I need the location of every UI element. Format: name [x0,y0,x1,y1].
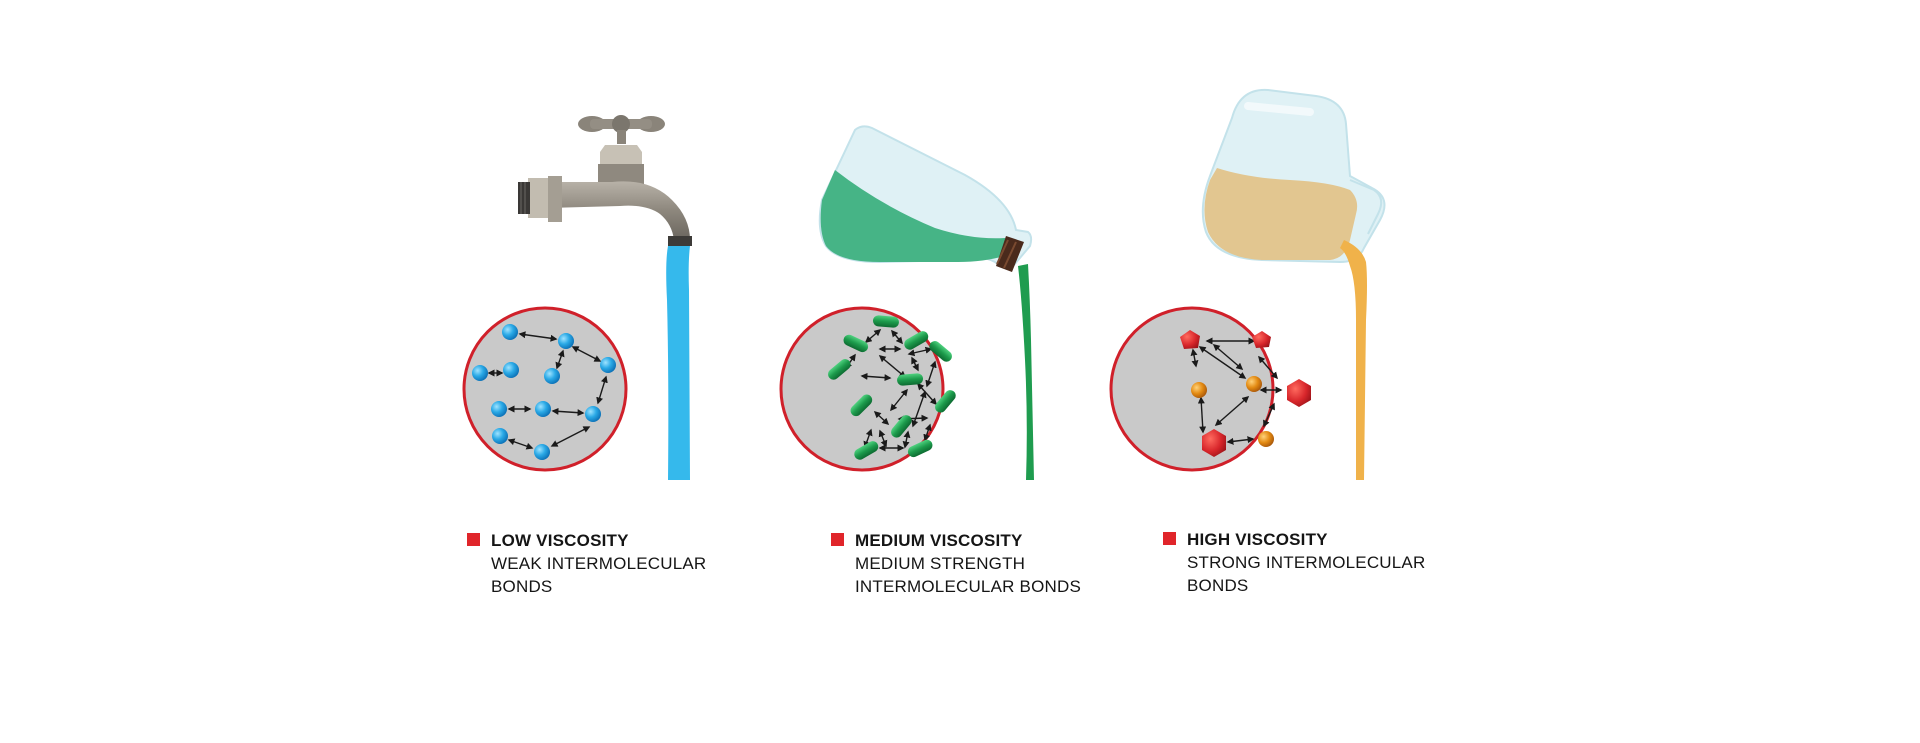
low-viscosity-molecules [462,306,628,472]
legend-square [467,533,480,546]
high-viscosity-molecules [1109,306,1311,472]
label-low-viscosity: LOW VISCOSITY WEAK INTERMOLECULAR BONDS [467,529,797,598]
water-stream [666,246,690,480]
legend-square [831,533,844,546]
panel-description-line2: BONDS [1187,576,1249,595]
panel-title: LOW VISCOSITY [491,531,629,550]
panel-description-line1: WEAK INTERMOLECULAR [491,554,707,573]
bottle-icon [818,125,1033,272]
panel-description-line1: MEDIUM STRENGTH [855,554,1026,573]
oil-stream [1018,264,1034,480]
panel-description-line2: INTERMOLECULAR BONDS [855,577,1081,596]
label-medium-viscosity: MEDIUM VISCOSITY MEDIUM STRENGTH INTERMO… [831,529,1161,598]
medium-viscosity-molecules [779,306,956,472]
panel-title: MEDIUM VISCOSITY [855,531,1023,550]
panel-description-line2: BONDS [491,577,553,596]
faucet-icon [518,115,692,246]
panel-title: HIGH VISCOSITY [1187,530,1328,549]
label-high-viscosity: HIGH VISCOSITY STRONG INTERMOLECULAR BON… [1163,528,1493,597]
panel-description-line1: STRONG INTERMOLECULAR [1187,553,1426,572]
jug-icon [1201,88,1386,264]
legend-square [1163,532,1176,545]
honey-stream [1340,240,1367,480]
